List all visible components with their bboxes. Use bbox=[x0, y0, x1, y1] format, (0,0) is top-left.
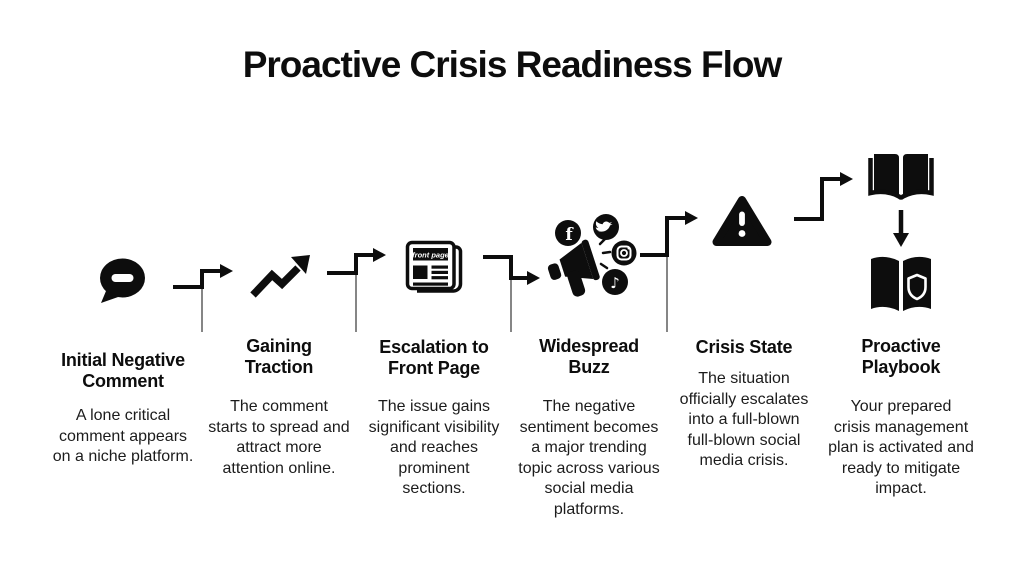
svg-text:f: f bbox=[565, 225, 574, 245]
speech-bubble-minus-icon bbox=[100, 258, 145, 303]
stage-1-title: Initial Negative Comment bbox=[61, 350, 185, 391]
instagram-icon bbox=[611, 240, 637, 266]
trending-up-icon bbox=[250, 255, 310, 298]
stage-4-title: Widespread Buzz bbox=[539, 336, 639, 377]
stage-2-title: Gaining Traction bbox=[244, 336, 314, 377]
stage-6-title: Proactive Playbook bbox=[861, 336, 941, 377]
twitter-icon bbox=[593, 214, 619, 240]
stage-3-title: Escalation to Front Page bbox=[379, 337, 489, 378]
stage-2-description: The comment starts to spread and attract… bbox=[208, 398, 350, 477]
tiktok-icon: ♪ bbox=[602, 269, 628, 295]
connector-arrow-4 bbox=[640, 211, 698, 257]
stage-6-description: Your prepared crisis management plan is … bbox=[828, 398, 974, 497]
megaphone-social-media-icon: f ♪ bbox=[547, 214, 637, 297]
newspaper-label: front page bbox=[412, 251, 449, 260]
svg-text:♪: ♪ bbox=[610, 274, 620, 292]
shield-icon bbox=[907, 273, 927, 301]
stage-3-description: The issue gains significant visibility a… bbox=[368, 398, 500, 497]
down-arrow-icon bbox=[893, 210, 909, 247]
warning-triangle-icon bbox=[712, 196, 772, 246]
facebook-icon: f bbox=[555, 220, 581, 246]
page-title: Proactive Crisis Readiness Flow bbox=[242, 44, 783, 85]
connector-arrow-5 bbox=[794, 172, 853, 221]
open-book-icon bbox=[868, 154, 934, 200]
connector-arrow-2 bbox=[327, 248, 386, 275]
connector-arrow-1 bbox=[173, 264, 233, 289]
stage-divider-lines bbox=[201, 257, 668, 332]
stage-5-title: Crisis State bbox=[695, 337, 793, 357]
sound-burst-lines bbox=[598, 237, 612, 270]
shield-book-icon bbox=[871, 256, 931, 311]
megaphone-icon bbox=[547, 239, 600, 297]
stage-5-description: The situation officially escalates into … bbox=[679, 370, 809, 469]
stage-1-description: A lone critical comment appears on a nic… bbox=[52, 407, 194, 465]
stage-4-description: The negative sentiment becomes a major t… bbox=[518, 398, 660, 518]
connector-arrow-3 bbox=[483, 255, 540, 285]
newspaper-front-page-icon: front page bbox=[405, 240, 463, 293]
